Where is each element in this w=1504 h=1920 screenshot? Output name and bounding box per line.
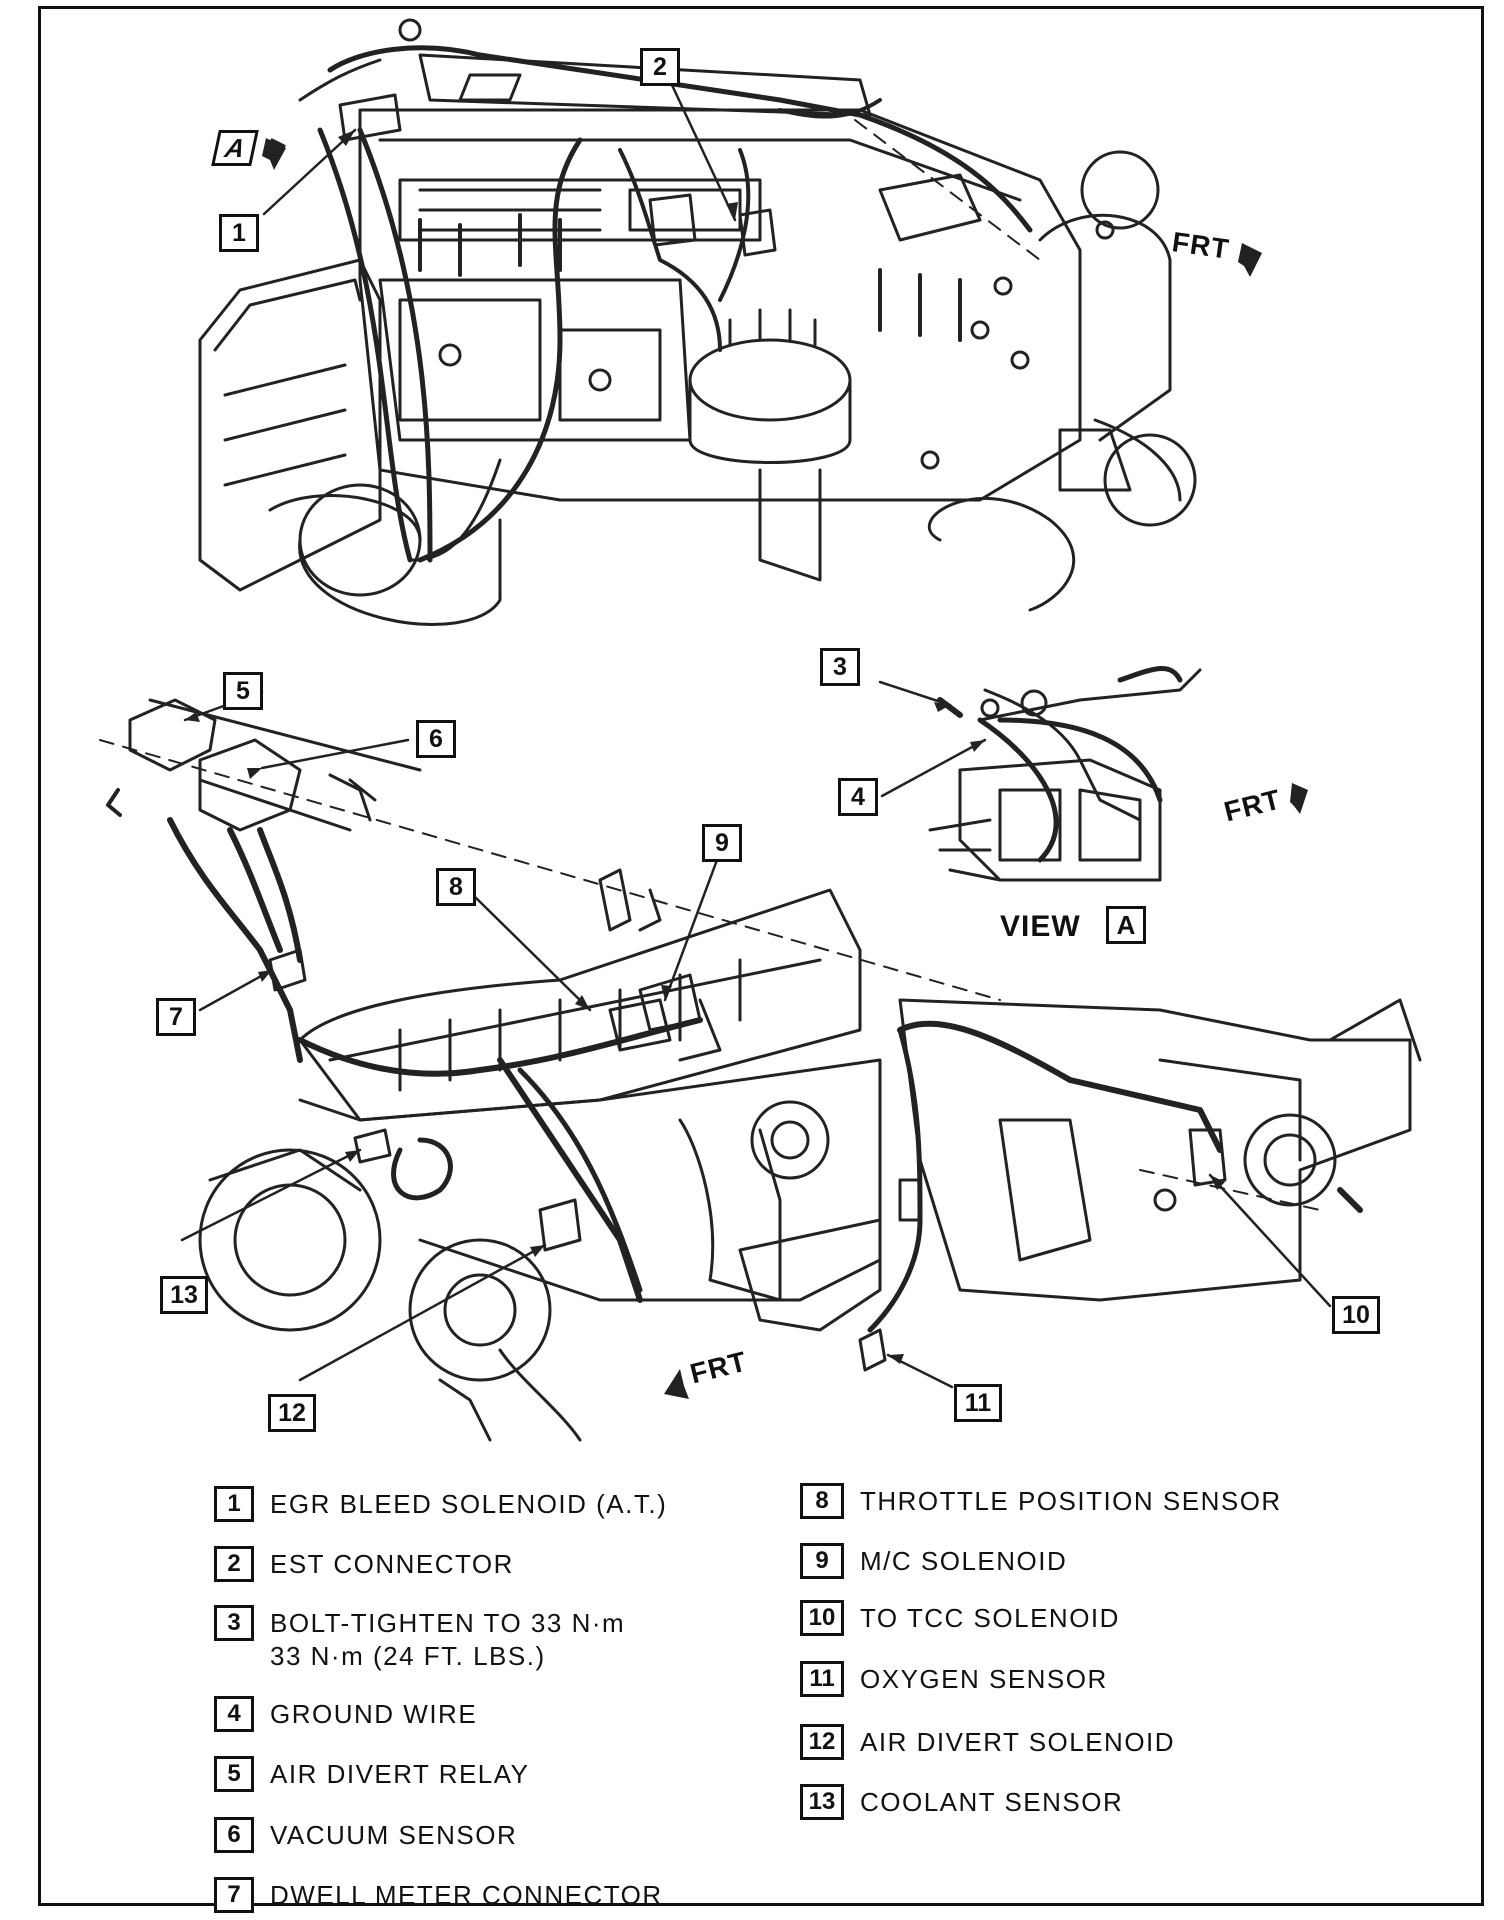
view-a-drawing <box>928 665 1202 882</box>
legend-number: 6 <box>214 1817 254 1853</box>
legend-item-10: 10 TO TCC SOLENOID <box>800 1600 1120 1636</box>
callout-3: 3 <box>820 648 860 686</box>
view-marker-a: A <box>211 130 259 166</box>
leader-lines <box>180 68 1332 1389</box>
legend-item-13: 13 COOLANT SENSOR <box>800 1784 1123 1820</box>
view-a-caption: VIEW <box>1000 910 1081 943</box>
legend-text: TO TCC SOLENOID <box>860 1603 1120 1633</box>
legend-text: VACUUM SENSOR <box>270 1820 518 1850</box>
legend-text: BOLT-TIGHTEN TO 33 N·m <box>270 1608 626 1638</box>
legend-number: 5 <box>214 1756 254 1792</box>
legend-number: 8 <box>800 1483 844 1519</box>
callout-5: 5 <box>223 672 263 710</box>
legend-item-11: 11 OXYGEN SENSOR <box>800 1661 1108 1697</box>
callout-7: 7 <box>156 998 196 1036</box>
callout-11: 11 <box>954 1384 1002 1422</box>
legend-item-4: 4 GROUND WIRE <box>214 1696 477 1732</box>
legend-number: 10 <box>800 1600 844 1636</box>
legend-number: 3 <box>214 1605 254 1641</box>
legend-text-line-2: 33 N·m (24 FT. LBS.) <box>270 1641 546 1671</box>
callout-9: 9 <box>702 824 742 862</box>
legend-item-12: 12 AIR DIVERT SOLENOID <box>800 1724 1175 1760</box>
legend-text: M/C SOLENOID <box>860 1546 1068 1576</box>
bottom-engine-drawing <box>106 698 1422 1442</box>
legend-number: 12 <box>800 1724 844 1760</box>
frt-arrow-view-a <box>1290 783 1308 814</box>
legend-text: AIR DIVERT SOLENOID <box>860 1727 1176 1757</box>
legend-text: EGR BLEED SOLENOID (A.T.) <box>270 1489 668 1519</box>
view-a-letter-box: A <box>1106 906 1146 944</box>
view-marker-arrow <box>262 138 286 170</box>
legend-number: 1 <box>214 1486 254 1522</box>
callout-12: 12 <box>268 1394 316 1432</box>
frt-arrow-top <box>1238 243 1262 277</box>
callout-10: 10 <box>1332 1296 1380 1334</box>
frt-arrow-bottom <box>664 1369 689 1399</box>
legend-item-2: 2 EST CONNECTOR <box>214 1546 514 1582</box>
legend-text: COOLANT SENSOR <box>860 1787 1124 1817</box>
legend-text: DWELL METER CONNECTOR <box>270 1880 663 1910</box>
callout-2: 2 <box>640 48 680 86</box>
legend-number: 7 <box>214 1877 254 1913</box>
legend-text: THROTTLE POSITION SENSOR <box>860 1486 1282 1516</box>
callout-4: 4 <box>838 778 878 816</box>
legend-text: AIR DIVERT RELAY <box>270 1759 530 1789</box>
legend-item-5: 5 AIR DIVERT RELAY <box>214 1756 530 1792</box>
top-engine-drawing <box>198 18 1197 626</box>
legend-item-6: 6 VACUUM SENSOR <box>214 1817 517 1853</box>
legend-item-3: 3 BOLT-TIGHTEN TO 33 N·m 33 N·m (24 FT. … <box>214 1605 625 1671</box>
callout-6: 6 <box>416 720 456 758</box>
legend-item-7: 7 DWELL METER CONNECTOR <box>214 1877 663 1913</box>
legend-item-9: 9 M/C SOLENOID <box>800 1543 1067 1579</box>
diagram-frame <box>38 6 1484 1906</box>
legend-text: GROUND WIRE <box>270 1699 478 1729</box>
callout-1: 1 <box>219 214 259 252</box>
legend-number: 13 <box>800 1784 844 1820</box>
legend-number: 9 <box>800 1543 844 1579</box>
legend-text: OXYGEN SENSOR <box>860 1664 1108 1694</box>
legend-number: 2 <box>214 1546 254 1582</box>
legend-text: EST CONNECTOR <box>270 1549 514 1579</box>
legend-number: 11 <box>800 1661 844 1697</box>
callout-8: 8 <box>436 868 476 906</box>
legend-number: 4 <box>214 1696 254 1732</box>
legend-item-1: 1 EGR BLEED SOLENOID (A.T.) <box>214 1486 667 1522</box>
legend-item-8: 8 THROTTLE POSITION SENSOR <box>800 1483 1282 1519</box>
callout-13: 13 <box>160 1276 208 1314</box>
